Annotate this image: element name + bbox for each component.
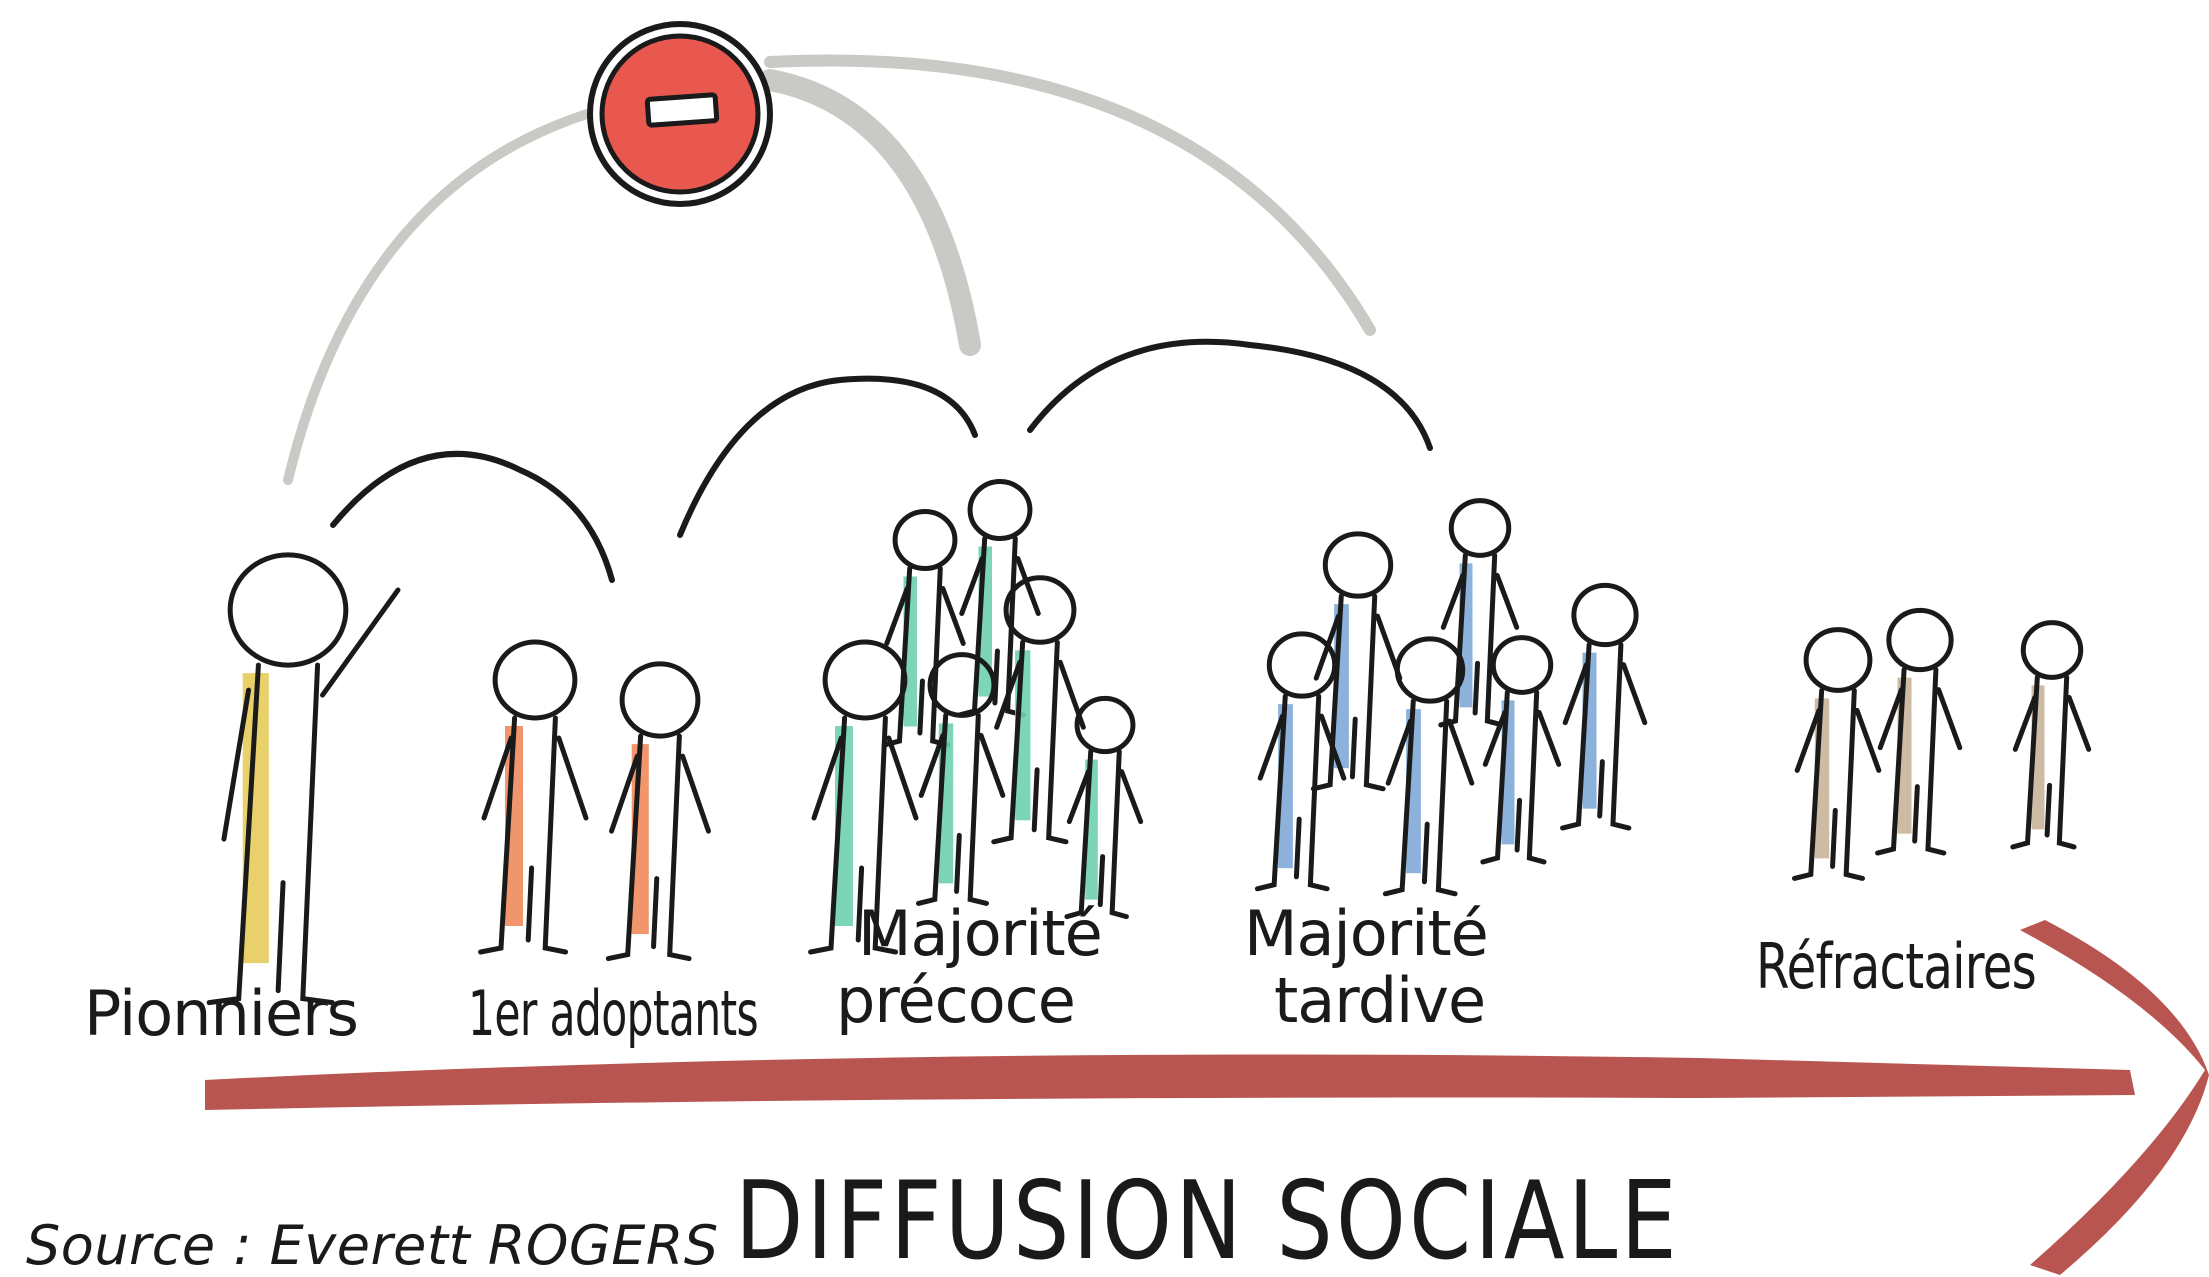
stick-figure xyxy=(881,509,966,748)
black-arc-2 xyxy=(677,375,978,538)
stick-figure xyxy=(808,639,919,955)
black-arc-1 xyxy=(330,450,615,583)
stick-figure xyxy=(1480,635,1562,865)
group-label-majorite-tardive-line1: Majorité xyxy=(1244,897,1488,970)
stick-figure xyxy=(605,661,711,962)
stick-figure xyxy=(991,575,1086,845)
grey-arc-left xyxy=(283,105,605,485)
no-entry-icon xyxy=(587,21,773,207)
stick-figure xyxy=(1310,531,1403,792)
grey-arcs xyxy=(283,54,1376,485)
group-label-majorite-precoce-line2: précoce xyxy=(836,964,1075,1037)
grey-arc-right xyxy=(764,54,1376,336)
figures xyxy=(206,479,2092,1006)
source-caption: Source : Everett ROGERS xyxy=(26,1214,719,1277)
group-label-pionniers: Pionniers xyxy=(84,977,358,1050)
stick-figure xyxy=(1254,631,1347,892)
stick-figure xyxy=(1064,695,1144,920)
arrow-right-icon xyxy=(205,920,2209,1275)
stick-figure xyxy=(1438,498,1520,728)
group-labels: Pionniers 1er adoptants Majorité précoce… xyxy=(84,897,2037,1050)
black-arcs xyxy=(330,338,1433,583)
group-label-majorite-tardive-line2: tardive xyxy=(1274,964,1485,1037)
grey-arc-mid xyxy=(759,69,981,356)
group-label-1er-adoptants: 1er adoptants xyxy=(468,977,758,1050)
stick-figure xyxy=(1560,582,1648,831)
black-arc-3 xyxy=(1027,338,1433,451)
stick-figure xyxy=(2010,620,2092,850)
group-label-refractaires: Réfractaires xyxy=(1756,930,2036,1003)
stick-figure xyxy=(1791,627,1882,881)
group-label-majorite-precoce-line1: Majorité xyxy=(858,897,1102,970)
stick-figure xyxy=(1875,607,1963,856)
stick-figure xyxy=(915,652,1006,906)
stick-figure xyxy=(478,639,589,955)
diagram-title: DIFFUSION SOCIALE xyxy=(735,1159,1680,1276)
stick-figure xyxy=(1382,636,1475,897)
stick-figure xyxy=(206,552,401,1006)
